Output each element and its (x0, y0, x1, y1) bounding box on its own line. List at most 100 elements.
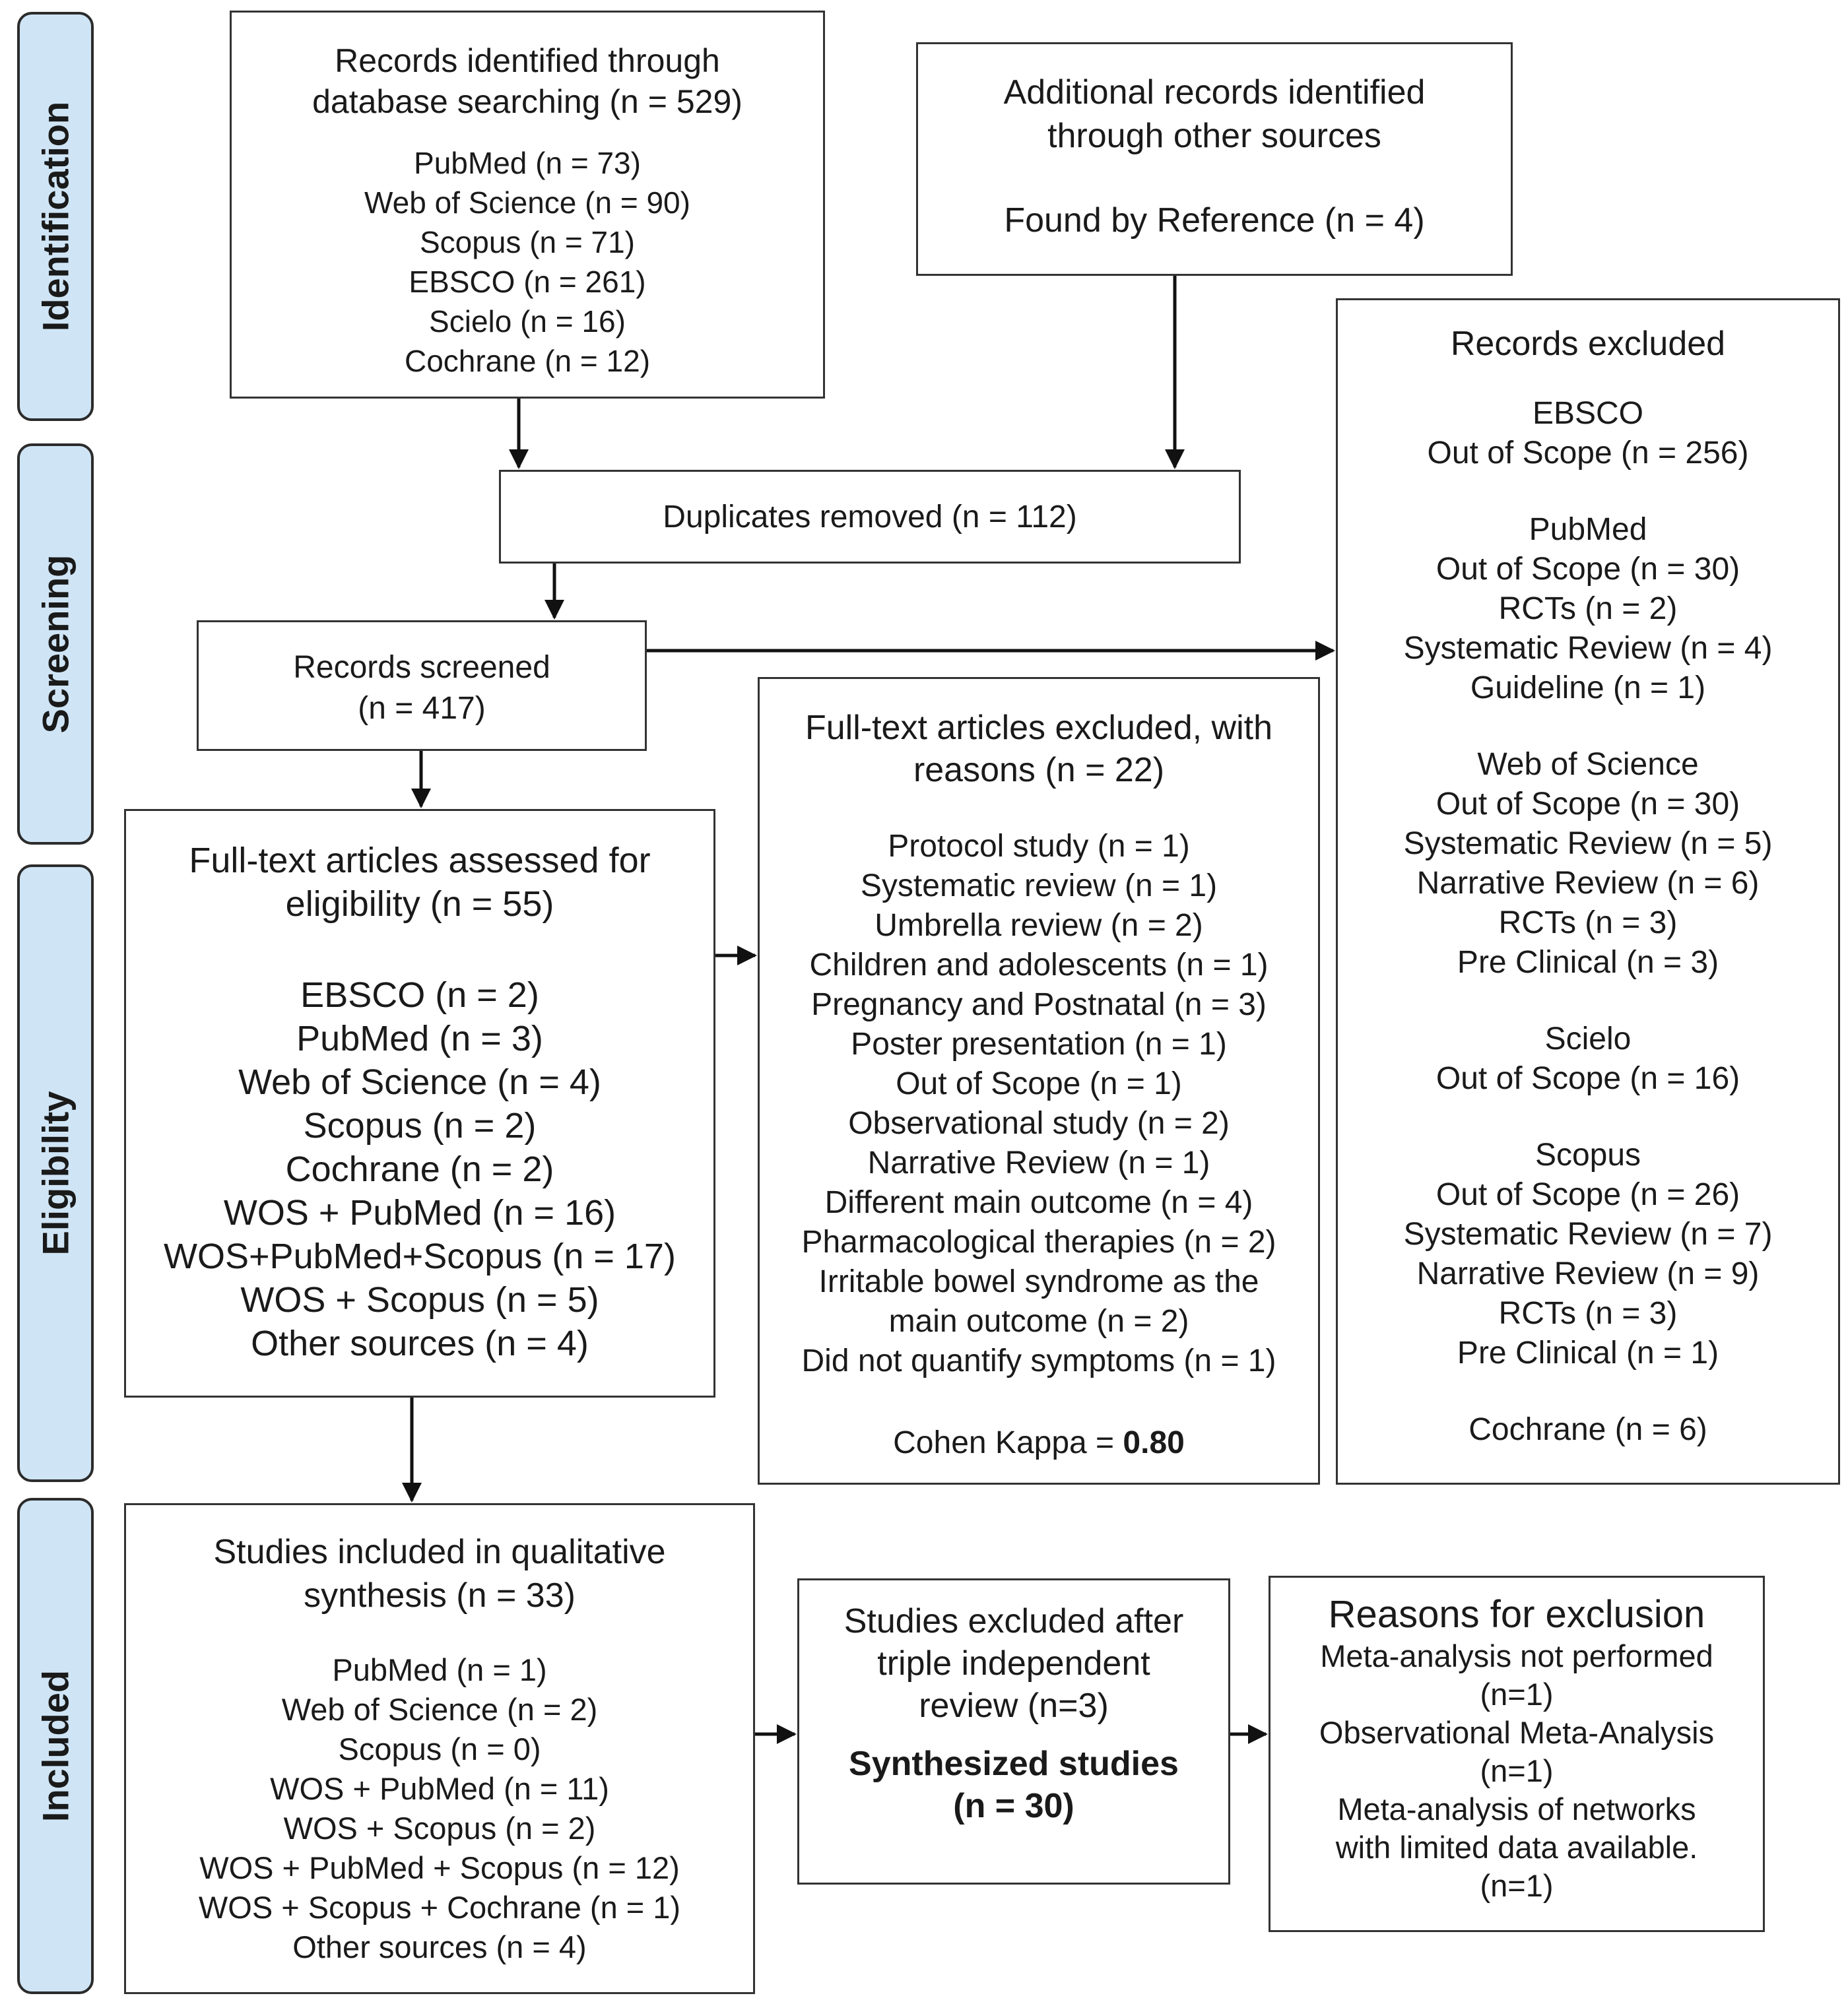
box-title-line: synthesis (n = 33) (304, 1576, 576, 1615)
list-item: Poster presentation (n = 1) (851, 1027, 1227, 1062)
list-item: WOS + PubMed (n = 16) (223, 1193, 616, 1233)
list-item: Guideline (n = 1) (1470, 670, 1706, 705)
list-item: Systematic review (n = 1) (860, 868, 1218, 903)
list-item: Out of Scope (n = 1) (896, 1066, 1182, 1101)
box-title-line: Studies included in qualitative (213, 1533, 666, 1571)
list-item: Pregnancy and Postnatal (n = 3) (811, 987, 1267, 1022)
list-item: Protocol study (n = 1) (888, 829, 1190, 864)
list-item: Systematic Review (n = 7) (1403, 1217, 1773, 1252)
records-excluded-box: Records excluded EBSCO Out of Scope (n =… (1336, 298, 1840, 1485)
records-screened-box: Records screened (n = 417) (197, 620, 647, 751)
box-line: Records screened (293, 650, 550, 685)
phase-screening: Screening (17, 443, 94, 845)
list-item: Web of Science (n = 90) (364, 185, 690, 220)
list-item: WOS + PubMed (n = 11) (270, 1771, 609, 1806)
list-item: Systematic Review (n = 5) (1403, 826, 1773, 861)
box-title-line: eligibility (n = 55) (285, 884, 554, 924)
box-title-line: reasons (n = 22) (913, 751, 1165, 789)
box-title-line: review (n=3) (919, 1687, 1109, 1725)
list-item: Meta-analysis of networks (1337, 1792, 1696, 1826)
phase-identification: Identification (17, 12, 94, 421)
list-item: Pre Clinical (n = 1) (1457, 1336, 1719, 1371)
list-item: Cochrane (n = 12) (404, 344, 651, 378)
list-item: Scopus (n = 0) (338, 1731, 541, 1766)
synthesized-studies: Synthesized studies (849, 1745, 1179, 1783)
list-item: WOS + Scopus + Cochrane (n = 1) (198, 1890, 681, 1925)
list-item: (n=1) (1480, 1753, 1554, 1788)
list-item: Scopus (n = 2) (303, 1106, 537, 1146)
list-item: Did not quantify symptoms (n = 1) (801, 1343, 1276, 1378)
list-item: Web of Science (n = 2) (281, 1692, 598, 1727)
excluded-after-review-box: Studies excluded after triple independen… (797, 1578, 1230, 1885)
box-title-line: Studies excluded after (843, 1602, 1184, 1640)
list-item: Out of Scope (n = 256) (1427, 436, 1749, 470)
box-title-line: triple independent (877, 1644, 1150, 1683)
synthesized-studies-count: (n = 30) (953, 1787, 1074, 1825)
phase-included: Included (17, 1498, 94, 1994)
included-box: Studies included in qualitative synthesi… (124, 1503, 755, 1994)
other-sources-box: Additional records identified through ot… (916, 42, 1513, 276)
list-item: Observational Meta-Analysis (1319, 1715, 1715, 1750)
list-item: WOS + Scopus (n = 2) (283, 1811, 596, 1846)
cohen-kappa: Cohen Kappa = 0.80 (760, 1423, 1318, 1463)
list-item: WOS + PubMed + Scopus (n = 12) (199, 1850, 680, 1885)
list-item: PubMed (n = 1) (332, 1652, 547, 1687)
list-item: Pre Clinical (n = 3) (1457, 945, 1719, 980)
list-item: Pharmacological therapies (n = 2) (801, 1225, 1276, 1260)
list-item: Irritable bowel syndrome as the (818, 1264, 1259, 1299)
list-item: Scopus (n = 71) (419, 225, 636, 259)
list-item: Scielo (n = 16) (429, 304, 626, 339)
list-item: Out of Scope (n = 26) (1436, 1177, 1740, 1212)
kappa-value: 0.80 (1123, 1425, 1185, 1460)
group-name: EBSCO (1532, 396, 1644, 431)
box-title: Reasons for exclusion (1328, 1593, 1705, 1636)
list-item: WOS + Scopus (n = 5) (240, 1280, 599, 1320)
kappa-label: Cohen Kappa = (893, 1425, 1123, 1460)
list-item: Systematic Review (n = 4) (1403, 631, 1773, 666)
phase-eligibility: Eligibility (17, 864, 94, 1482)
box-title-line: database searching (n = 529) (312, 83, 742, 120)
list-item: Narrative Review (n = 6) (1416, 866, 1760, 901)
list-item: Out of Scope (n = 16) (1436, 1061, 1740, 1096)
list-item: RCTs (n = 3) (1498, 905, 1678, 940)
duplicates-box: Duplicates removed (n = 112) (499, 470, 1241, 564)
box-line: (n = 417) (358, 691, 486, 726)
reasons-for-exclusion-box: Reasons for exclusion Meta-analysis not … (1269, 1576, 1765, 1932)
list-item: (n=1) (1480, 1677, 1554, 1712)
list-item: Out of Scope (n = 30) (1436, 552, 1740, 587)
group-name: Web of Science (1477, 747, 1699, 782)
list-item: Other sources (n = 4) (292, 1929, 587, 1964)
list-item: PubMed (n = 3) (296, 1019, 543, 1058)
list-item: PubMed (n = 73) (414, 146, 641, 180)
list-item: RCTs (n = 3) (1498, 1296, 1678, 1331)
list-item: Observational study (n = 2) (848, 1106, 1230, 1141)
list-item: EBSCO (n = 261) (409, 265, 646, 299)
list-item: Meta-analysis not performed (1320, 1638, 1713, 1673)
box-title-line: Full-text articles excluded, with (805, 709, 1273, 747)
list-item: Narrative Review (n = 1) (867, 1146, 1210, 1180)
box-title-line: through other sources (1047, 117, 1381, 155)
database-search-box: Records identified through database sear… (230, 11, 825, 399)
duplicates-text: Duplicates removed (n = 112) (663, 500, 1077, 534)
group-name: PubMed (1529, 512, 1647, 547)
group-name: Scopus (1534, 1138, 1641, 1173)
list-item: Cochrane (n = 2) (285, 1149, 554, 1189)
list-item: WOS+PubMed+Scopus (n = 17) (164, 1237, 676, 1276)
list-item: Other sources (n = 4) (251, 1324, 589, 1363)
box-title-line: Full-text articles assessed for (189, 841, 651, 880)
list-item: Out of Scope (n = 30) (1436, 787, 1740, 822)
box-title: Records excluded (1450, 325, 1726, 363)
list-item: (n=1) (1480, 1868, 1554, 1903)
box-title-line: Records identified through (335, 42, 720, 79)
list-item: Umbrella review (n = 2) (874, 908, 1203, 943)
list-item: EBSCO (n = 2) (300, 975, 539, 1015)
list-item: with limited data available. (1335, 1830, 1698, 1865)
list-item: Children and adolescents (n = 1) (809, 948, 1269, 983)
found-by-reference: Found by Reference (n = 4) (1004, 201, 1425, 240)
group-name: Scielo (1544, 1021, 1632, 1056)
list-item: RCTs (n = 2) (1498, 591, 1678, 626)
list-item: Narrative Review (n = 9) (1416, 1256, 1760, 1291)
group-name: Cochrane (n = 6) (1468, 1412, 1707, 1447)
